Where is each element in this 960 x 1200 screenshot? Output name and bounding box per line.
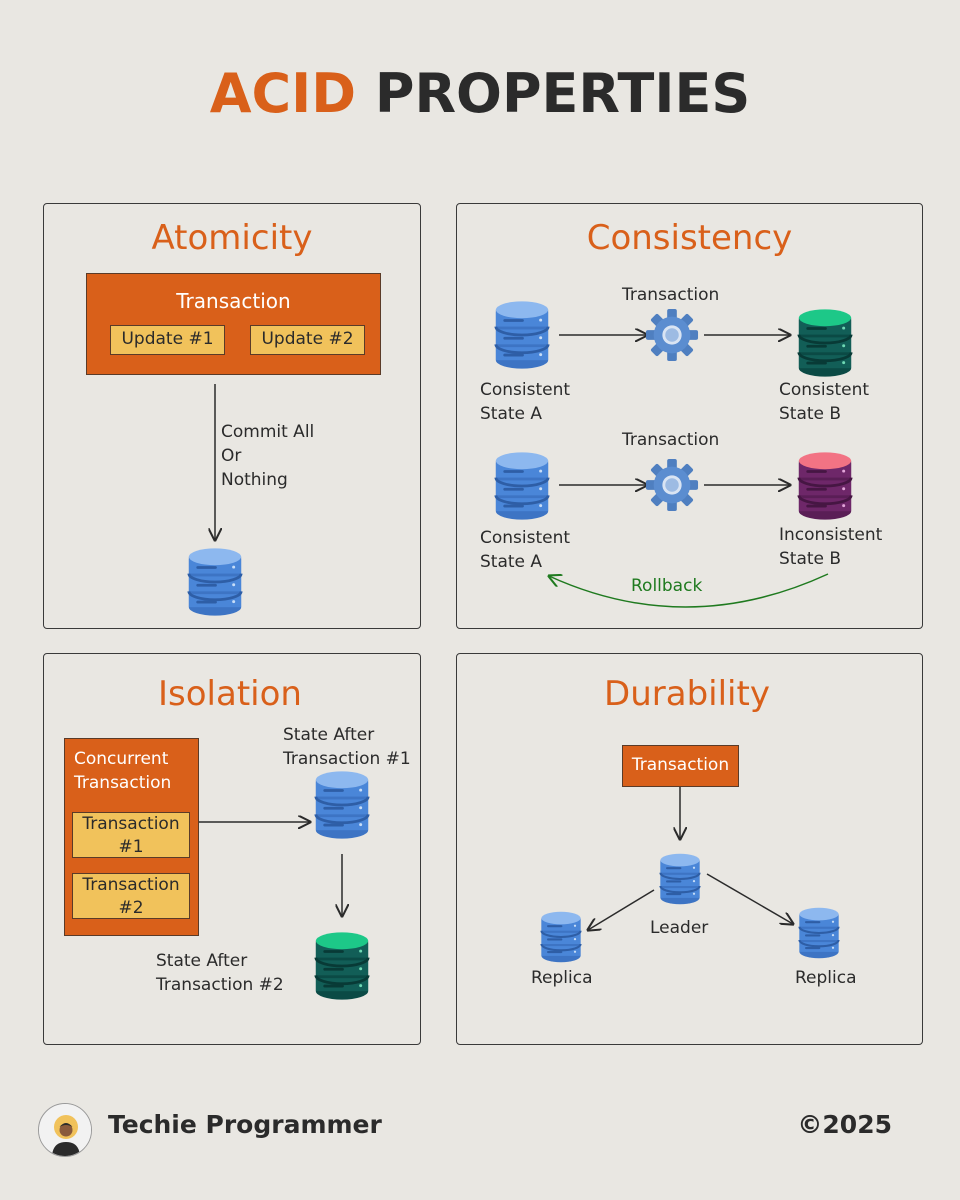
update-2-box: Update #2 <box>250 325 365 355</box>
commit-line-2: Or <box>221 446 242 466</box>
transaction-2-box: Transaction #2 <box>72 873 190 919</box>
durability-panel: Durability Transaction Leader Replica Re… <box>456 653 923 1045</box>
durability-arrows <box>457 787 924 1046</box>
durability-transaction-box: Transaction <box>622 745 739 787</box>
database-icon <box>494 300 550 370</box>
concurrent-line-2: Transaction <box>74 773 172 793</box>
tx2-line-2: #2 <box>118 898 144 918</box>
row2-to-state: Inconsistent State B <box>779 523 882 571</box>
row1-from-state: Consistent State A <box>480 378 570 426</box>
state1-line-2: Transaction #1 <box>283 749 411 769</box>
tx2-line-1: Transaction <box>82 875 180 895</box>
consistency-arrows <box>457 204 829 608</box>
row1-transaction-label: Transaction <box>622 285 720 305</box>
state1-line-1: State After <box>283 725 375 745</box>
row1-to-state: Consistent State B <box>779 378 869 426</box>
durability-heading: Durability <box>604 674 770 714</box>
database-icon <box>314 931 370 1001</box>
state2-line-1: State After <box>156 951 248 971</box>
gear-icon <box>645 308 699 362</box>
replica-left-label: Replica <box>531 968 593 988</box>
row1-to-line-1: Consistent <box>779 380 870 400</box>
concurrent-transaction-box: Concurrent Transaction Transaction #1 Tr… <box>64 738 199 936</box>
database-icon <box>659 852 701 906</box>
atomicity-transaction-box: Transaction Update #1 Update #2 <box>86 273 381 375</box>
row2-from-line-1: Consistent <box>480 528 571 548</box>
atomicity-arrow <box>44 384 422 630</box>
row2-to-line-1: Inconsistent <box>779 525 883 545</box>
row2-transaction-label: Transaction <box>622 430 720 450</box>
database-icon <box>314 770 370 840</box>
commit-line-3: Nothing <box>221 470 288 490</box>
database-icon <box>798 906 840 960</box>
update-1-box: Update #1 <box>110 325 225 355</box>
rollback-label: Rollback <box>631 576 703 596</box>
gear-icon <box>645 458 699 512</box>
isolation-panel: Isolation Concurrent Transaction Transac… <box>43 653 421 1045</box>
database-icon <box>494 451 550 521</box>
database-icon <box>797 308 853 378</box>
database-icon <box>540 910 582 964</box>
concurrent-label: Concurrent Transaction <box>74 747 171 795</box>
transaction-1-box: Transaction #1 <box>72 812 190 858</box>
title-accent: ACID <box>209 62 357 125</box>
database-icon <box>187 547 243 617</box>
tx1-line-2: #1 <box>118 837 144 857</box>
row2-from-line-2: State A <box>480 552 543 572</box>
title-rest: PROPERTIES <box>374 62 751 125</box>
leader-label: Leader <box>650 918 709 938</box>
row2-to-line-2: State B <box>779 549 842 569</box>
isolation-arrows <box>199 654 422 1046</box>
state2-line-2: Transaction #2 <box>156 975 284 995</box>
consistency-panel: Consistency Transaction Consistent State… <box>456 203 923 629</box>
state-after-2-label: State After Transaction #2 <box>156 949 284 997</box>
row1-from-line-1: Consistent <box>480 380 571 400</box>
row2-from-state: Consistent State A <box>480 526 570 574</box>
atomicity-panel: Atomicity Transaction Update #1 Update #… <box>43 203 421 629</box>
concurrent-line-1: Concurrent <box>74 749 169 769</box>
isolation-heading: Isolation <box>158 674 302 714</box>
atomicity-transaction-label: Transaction <box>176 289 291 313</box>
consistency-heading: Consistency <box>586 218 793 258</box>
footer-name: Techie Programmer <box>108 1110 382 1139</box>
page-title: ACID PROPERTIES <box>0 62 960 125</box>
replica-right-label: Replica <box>795 968 857 988</box>
tx1-line-1: Transaction <box>82 814 180 834</box>
footer-copyright: ©2025 <box>797 1110 892 1139</box>
commit-line-1: Commit All <box>221 422 315 442</box>
database-icon <box>797 451 853 521</box>
row1-from-line-2: State A <box>480 404 543 424</box>
row1-to-line-2: State B <box>779 404 842 424</box>
atomicity-heading: Atomicity <box>151 218 313 258</box>
avatar-icon <box>38 1103 92 1157</box>
commit-text: Commit All Or Nothing <box>221 420 314 492</box>
state-after-1-label: State After Transaction #1 <box>283 723 411 771</box>
